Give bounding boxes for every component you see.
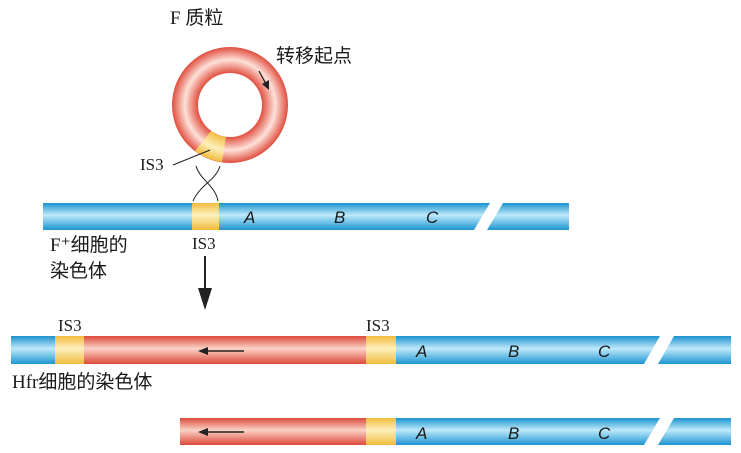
transfer-gene-a: A [415,424,427,443]
f-plus-gene-b: B [334,208,345,227]
crossover-lines [192,165,221,202]
f-plus-segment-left [43,203,192,230]
hfr-is3-right-segment [366,336,396,364]
plasmid-is3-label: IS3 [140,155,164,174]
hfr-is3-left-segment [55,336,84,364]
transfer-segment-middle [396,418,660,445]
plasmid-is3-segment [195,131,226,162]
f-plus-segment-middle [219,203,490,230]
f-plus-is3-label: IS3 [192,234,216,253]
hfr-is3-right-label: IS3 [366,316,390,335]
transfer-strand: A B C [180,418,731,445]
f-plus-segment-right [487,203,569,230]
origin-arrow [258,70,267,85]
hfr-f-factor-segment [84,336,366,364]
f-plus-label-line2: 染色体 [50,260,107,282]
hfr-gene-c: C [598,342,611,361]
origin-arrowhead [262,80,269,90]
hfr-gene-a: A [415,342,427,361]
transfer-gene-b: B [508,424,519,443]
hfr-gene-b: B [508,342,519,361]
hfr-segment-left [11,336,55,364]
hfr-chromosome: IS3 IS3 A B C Hfr细胞的染色体 [11,316,731,393]
f-plus-gene-c: C [426,208,439,227]
hfr-label: Hfr细胞的染色体 [12,371,152,393]
plasmid-is3-leader [172,149,211,166]
transfer-segment-right [658,418,731,445]
down-arrow-head [198,288,212,310]
f-plus-gene-a: A [243,208,255,227]
transfer-gene-c: C [598,424,611,443]
f-plasmid: F 质粒 转移起点 IS3 [140,7,352,174]
f-plus-is3-segment [192,203,219,230]
hfr-direction-arrowhead [198,347,208,355]
origin-label: 转移起点 [276,45,352,67]
transfer-is3-segment [366,418,396,445]
hfr-is3-left-label: IS3 [58,316,82,335]
f-plus-label-line1: F⁺细胞的 [50,234,128,256]
plasmid-ring [172,46,289,164]
hfr-segment-middle [396,336,660,364]
transfer-direction-arrowhead [198,428,208,436]
hfr-segment-right [658,336,731,364]
down-arrow [198,256,212,310]
f-plus-chromosome: A B C IS3 F⁺细胞的 染色体 [43,203,569,282]
plasmid-title: F 质粒 [170,7,223,29]
crossover-line-right [192,165,221,202]
